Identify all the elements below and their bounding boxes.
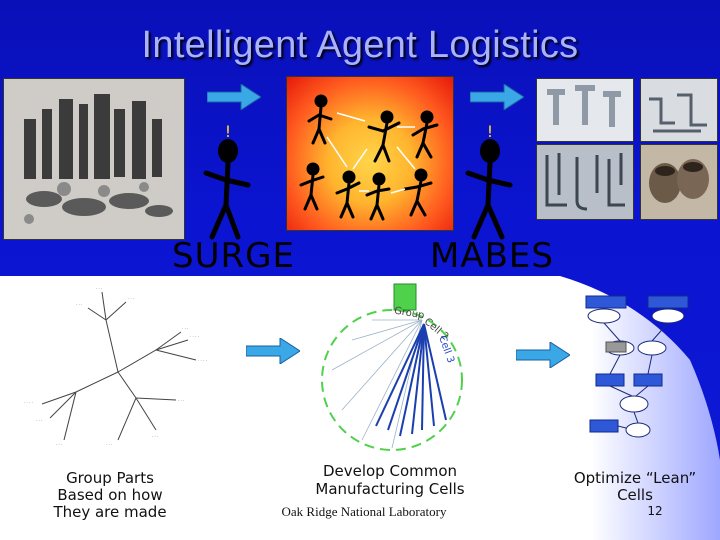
right-arrow-icon	[246, 338, 300, 364]
caption-optimize-cells: Optimize “Lean” Cells	[552, 470, 718, 504]
caption-line: Optimize “Lean”	[573, 469, 697, 487]
svg-text:· · ·: · · ·	[36, 418, 42, 423]
footer-text: Oak Ridge National Laboratory	[281, 504, 447, 519]
svg-text:· · ·: · · ·	[96, 286, 102, 291]
bent-parts-photo	[536, 144, 634, 220]
cell-network-panel: Group Cell 2 Cell 3	[312, 280, 474, 455]
svg-text:· · ·: · · ·	[76, 302, 82, 307]
mabes-label: MABES	[430, 236, 554, 276]
svg-text:!: !	[225, 125, 231, 141]
caption-line: Group Parts	[66, 469, 154, 487]
caption-line: Based on how	[57, 486, 163, 504]
caption-group-parts: Group Parts Based on how They are made	[10, 470, 210, 521]
svg-text:· · ·: · · ·	[178, 398, 184, 403]
agents-image	[286, 76, 454, 231]
caption-line: They are made	[53, 503, 167, 521]
dendrogram-panel: · · · ·· · ·· · · · · · · ·· · ·· · · · …	[6, 280, 231, 455]
page-number: 12	[647, 504, 663, 518]
caption-line: Manufacturing Cells	[315, 480, 465, 498]
cups-photo	[640, 144, 718, 220]
caption-line: Cells	[617, 486, 653, 504]
svg-text:· · · ·: · · · ·	[190, 334, 199, 339]
parts-photo	[3, 78, 185, 240]
stick-figure-icon: !	[465, 125, 513, 240]
caption-develop-cells: Develop Common Manufacturing Cells	[290, 462, 490, 498]
fasteners-photo	[536, 78, 634, 142]
right-arrow-icon	[207, 84, 261, 110]
brackets-photo	[640, 78, 718, 142]
svg-text:· · ·: · · ·	[106, 442, 112, 447]
svg-text:· · ·: · · ·	[152, 434, 158, 439]
stick-figure-icon: !	[203, 125, 251, 240]
right-arrow-icon	[516, 342, 570, 368]
right-arrow-icon	[470, 84, 524, 110]
lean-flow-diagram	[585, 295, 689, 438]
caption-line: Develop Common	[322, 462, 458, 480]
svg-text:!: !	[487, 125, 493, 141]
svg-text:· · ·: · · ·	[56, 442, 62, 447]
svg-text:· · · ·: · · · ·	[198, 358, 207, 363]
svg-text:· · · ·: · · · ·	[24, 400, 33, 405]
slide-title: Intelligent Agent Logistics	[141, 24, 579, 66]
surge-label: SURGE	[172, 236, 295, 276]
svg-text:· · ·: · · ·	[128, 296, 134, 301]
svg-text:· · ·: · · ·	[182, 326, 188, 331]
